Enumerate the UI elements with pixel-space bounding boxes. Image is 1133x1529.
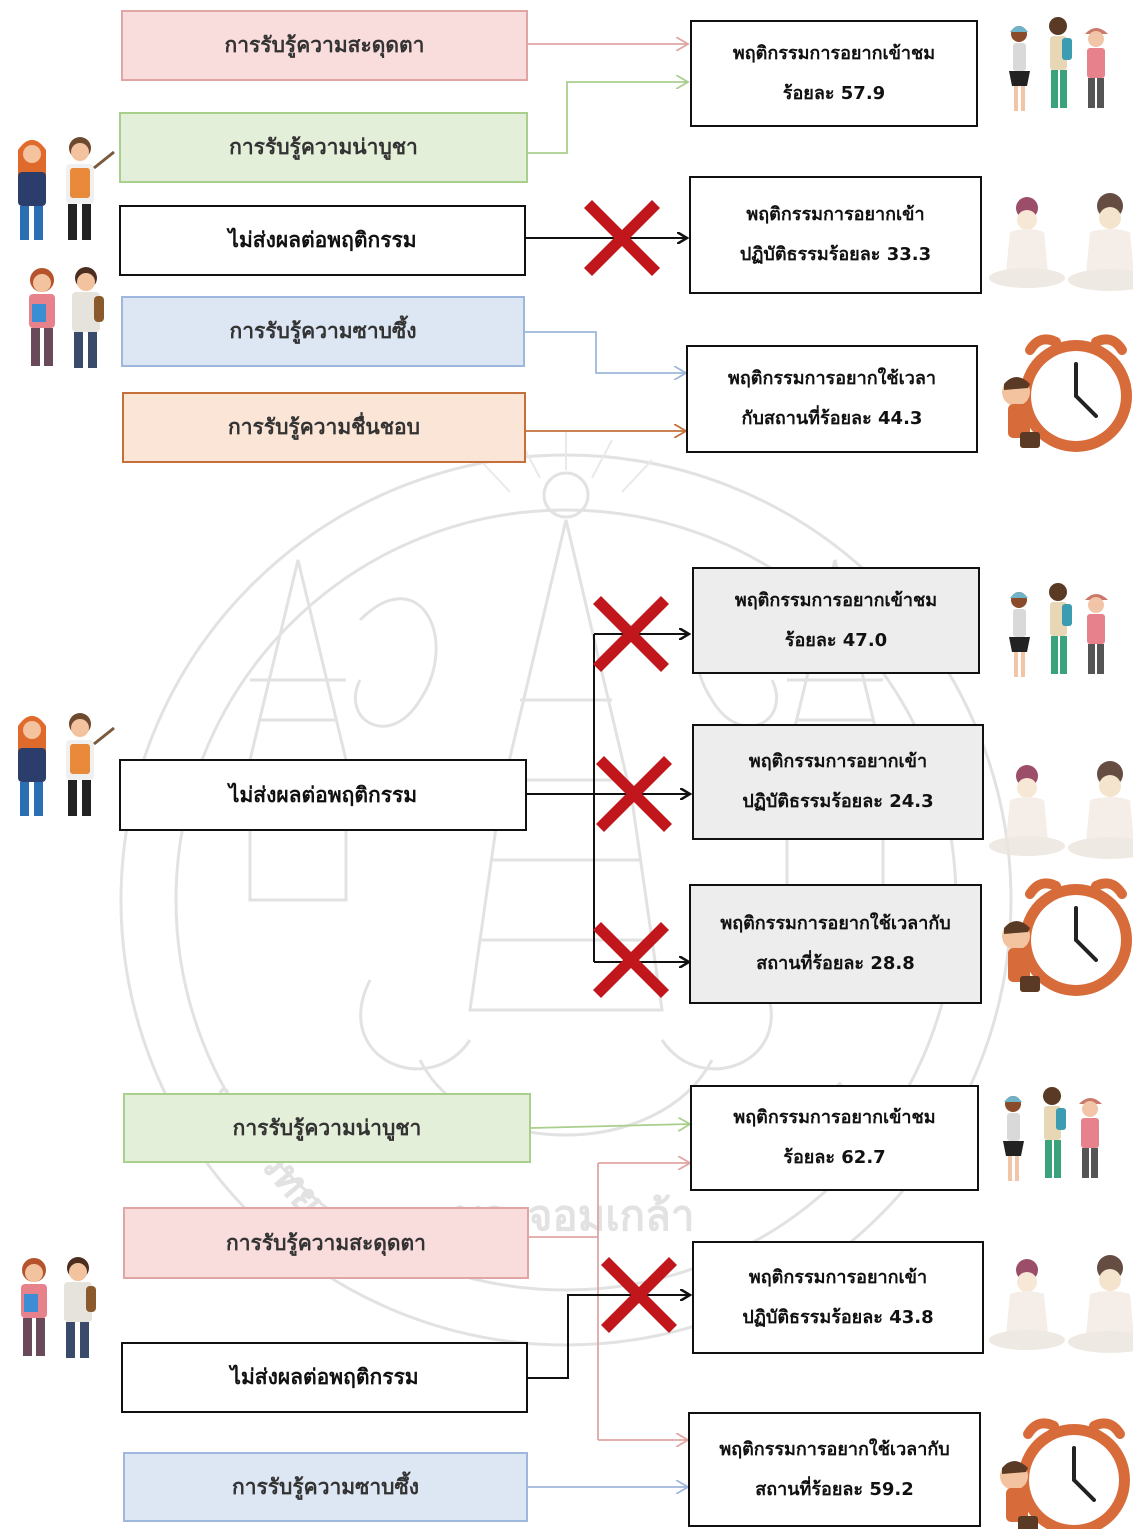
factor-label: การรับรู้ความชื่นชอบ xyxy=(228,415,420,439)
factor-box-attractiveness: การรับรู้ความสะดุดตา xyxy=(121,10,528,81)
result-line2: ปฏิบัติธรรมร้อยละ 33.3 xyxy=(739,244,932,265)
factor-label: การรับรู้ความซาบซึ้ง xyxy=(229,319,417,343)
factor-box-no-effect: ไม่ส่งผลต่อพฤติกรรม xyxy=(119,759,527,831)
factor-label: ไม่ส่งผลต่อพฤติกรรม xyxy=(230,1365,419,1389)
result-line2: ร้อยละ 47.0 xyxy=(784,629,888,651)
factor-box-worship: การรับรู้ความน่าบูชา xyxy=(119,112,528,183)
result-line1: พฤติกรรมการอยากเข้าชม xyxy=(733,1107,936,1128)
result-line1: พฤติกรรมการอยากเข้าชม xyxy=(732,42,936,64)
result-line1: พฤติกรรมการอยากเข้า xyxy=(746,204,925,225)
result-box-visit: พฤติกรรมการอยากเข้าชม ร้อยละ 57.9 xyxy=(690,20,978,127)
factor-box-appreciation: การรับรู้ความซาบซึ้ง xyxy=(121,296,525,367)
result-line1: พฤติกรรมการอยากเข้า xyxy=(748,1266,928,1288)
result-box-spend-time: พฤติกรรมการอยากใช้เวลา กับสถานที่ร้อยละ … xyxy=(686,345,978,453)
result-line2: กับสถานที่ร้อยละ 44.3 xyxy=(741,408,923,429)
result-box-spend-time: พฤติกรรมการอยากใช้เวลากับ สถานที่ร้อยละ … xyxy=(689,884,982,1004)
factor-label: การรับรู้ความน่าบูชา xyxy=(232,1115,422,1140)
result-line1: พฤติกรรมการอยากเข้า xyxy=(748,751,928,772)
result-line1: พฤติกรรมการอยากใช้เวลา xyxy=(728,368,936,389)
factor-label: การรับรู้ความสะดุดตา xyxy=(224,33,425,57)
result-line1: พฤติกรรมการอยากใช้เวลากับ xyxy=(720,913,951,934)
factor-box-no-effect: ไม่ส่งผลต่อพฤติกรรม xyxy=(119,205,526,276)
result-line2: ร้อยละ 62.7 xyxy=(783,1147,886,1168)
factor-box-worship: การรับรู้ความน่าบูชา xyxy=(123,1093,531,1163)
result-line2: สถานที่ร้อยละ 28.8 xyxy=(756,953,915,974)
factor-label: การรับรู้ความน่าบูชา xyxy=(229,135,418,159)
result-box-practice: พฤติกรรมการอยากเข้า ปฏิบัติธรรมร้อยละ 33… xyxy=(689,176,982,294)
result-box-visit: พฤติกรรมการอยากเข้าชม ร้อยละ 62.7 xyxy=(690,1085,979,1191)
factor-label: ไม่ส่งผลต่อพฤติกรรม xyxy=(228,228,417,252)
result-box-visit: พฤติกรรมการอยากเข้าชม ร้อยละ 47.0 xyxy=(692,567,980,674)
result-box-spend-time: พฤติกรรมการอยากใช้เวลากับ สถานที่ร้อยละ … xyxy=(688,1412,981,1527)
result-line1: พฤติกรรมการอยากเข้าชม xyxy=(734,589,938,611)
result-line2: ร้อยละ 57.9 xyxy=(782,82,886,104)
result-box-practice: พฤติกรรมการอยากเข้า ปฏิบัติธรรมร้อยละ 24… xyxy=(692,724,984,840)
factor-box-attractiveness: การรับรู้ความสะดุดตา xyxy=(123,1207,529,1279)
factor-box-liking: การรับรู้ความชื่นชอบ xyxy=(122,392,526,463)
factor-label: การรับรู้ความสะดุดตา xyxy=(226,1230,426,1255)
factor-box-appreciation: การรับรู้ความซาบซึ้ง xyxy=(123,1452,528,1522)
factor-box-no-effect: ไม่ส่งผลต่อพฤติกรรม xyxy=(121,1342,528,1413)
factor-label: การรับรู้ความซาบซึ้ง xyxy=(231,1474,420,1499)
result-line1: พฤติกรรมการอยากใช้เวลากับ xyxy=(719,1438,950,1460)
result-line2: ปฏิบัติธรรมร้อยละ 24.3 xyxy=(742,791,934,812)
result-box-practice: พฤติกรรมการอยากเข้า ปฏิบัติธรรมร้อยละ 43… xyxy=(692,1241,984,1354)
result-line2: ปฏิบัติธรรมร้อยละ 43.8 xyxy=(742,1306,934,1328)
result-line2: สถานที่ร้อยละ 59.2 xyxy=(755,1478,914,1500)
factor-label: ไม่ส่งผลต่อพฤติกรรม xyxy=(228,782,418,807)
